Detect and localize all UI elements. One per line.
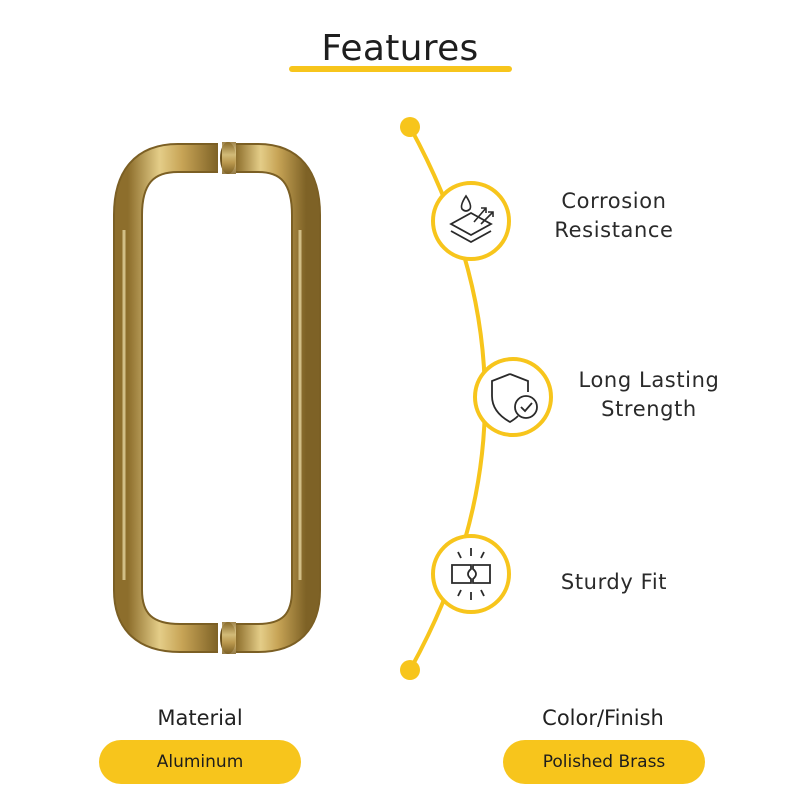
door-handle-image — [113, 142, 321, 654]
material-value: Aluminum — [156, 752, 244, 772]
material-value-badge: Aluminum — [99, 740, 301, 784]
page-title: Features — [321, 28, 479, 69]
material-label: Material — [157, 706, 243, 730]
water-drop-layers-icon — [431, 181, 511, 261]
timeline-start-dot — [400, 117, 420, 137]
finish-value-badge: Polished Brass — [503, 740, 705, 784]
puzzle-fit-icon — [431, 534, 511, 614]
timeline-end-dot — [400, 660, 420, 680]
finish-label: Color/Finish — [542, 706, 664, 730]
feature-label-strength: Long Lasting Strength — [578, 368, 720, 421]
shield-check-icon — [473, 357, 553, 437]
feature-label-corrosion: Corrosion Resistance — [554, 189, 674, 242]
finish-value: Polished Brass — [542, 752, 666, 772]
feature-label-fit: Sturdy Fit — [560, 570, 668, 594]
title-underline — [289, 66, 512, 72]
